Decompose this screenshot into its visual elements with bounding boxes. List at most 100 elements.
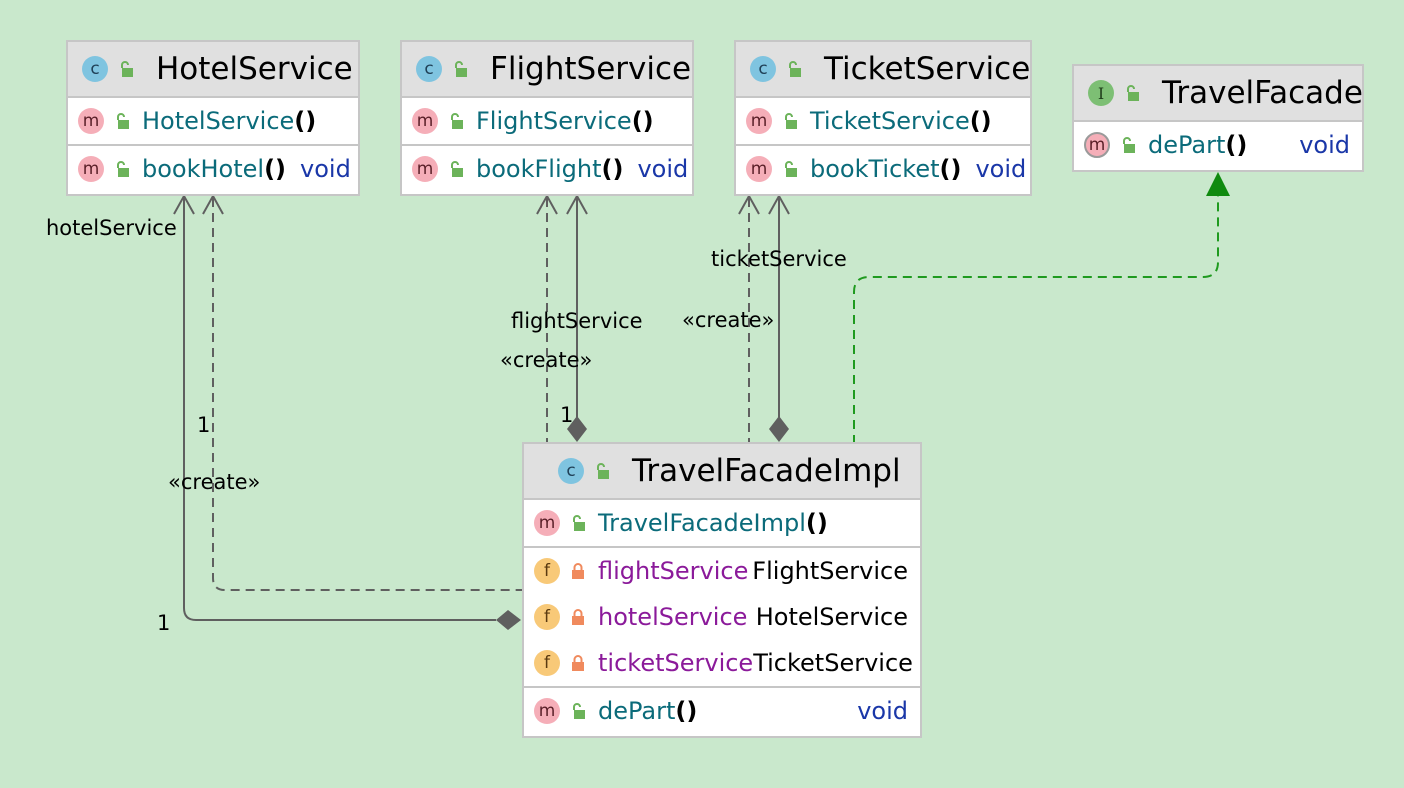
public-visibility-icon (785, 161, 797, 177)
constructor-parens: () (294, 107, 317, 135)
method-icon: m (746, 156, 772, 182)
public-visibility-icon (451, 161, 463, 177)
constructor-section: m TicketService() (736, 98, 1030, 146)
method-name: bookFlight (476, 155, 602, 183)
public-visibility-icon (1127, 85, 1139, 101)
hotel-multiplicity-label: 1 (197, 413, 211, 437)
field-type: HotelService (755, 603, 908, 631)
field-name: hotelService (598, 603, 748, 631)
method-icon: m (534, 698, 560, 724)
method-icon: m (78, 108, 104, 134)
field-icon: f (534, 650, 560, 676)
interface-header[interactable]: I TravelFacade (1074, 66, 1363, 122)
constructor-name: HotelService (142, 107, 295, 135)
hotel-role-label: hotelService (46, 216, 177, 240)
method-parens: () (939, 155, 962, 183)
ticket-create-label: «create» (682, 308, 775, 332)
method-name: dePart (1148, 131, 1226, 159)
hotel-create-arrowhead (202, 193, 224, 215)
class-title: FlightService (490, 51, 692, 87)
flight-composition-diamond (567, 416, 587, 442)
class-flight-service[interactable]: c FlightService m FlightService() m book… (400, 40, 694, 196)
class-header[interactable]: c TicketService (736, 42, 1030, 98)
method-section: m dePart() void (1074, 122, 1362, 168)
field-row[interactable]: f hotelService HotelService (524, 594, 920, 640)
field-type: FlightService (752, 557, 908, 585)
class-ticket-service[interactable]: c TicketService m TicketService() m book… (734, 40, 1032, 196)
constructor-parens: () (969, 107, 992, 135)
ticket-composition-diamond (769, 416, 789, 442)
constructor-row[interactable]: m FlightService() (402, 98, 692, 144)
method-row[interactable]: m bookTicket() void (736, 146, 1030, 192)
field-section: f flightService FlightService f hotelSer… (524, 548, 920, 688)
field-name: ticketService (598, 649, 754, 677)
class-title: TicketService (824, 51, 1031, 87)
method-row[interactable]: m dePart() void (1074, 122, 1362, 168)
flight-multiplicity-label: 1 (560, 403, 574, 427)
class-header[interactable]: c HotelService (68, 42, 358, 98)
class-title: TravelFacadeImpl (632, 453, 901, 489)
field-icon: f (534, 558, 560, 584)
class-kind-icon: c (750, 56, 776, 82)
class-hotel-service[interactable]: c HotelService m HotelService() m bookHo… (66, 40, 360, 196)
class-header[interactable]: c FlightService (402, 42, 692, 98)
field-row[interactable]: f ticketService TicketService (524, 640, 920, 686)
method-section: m bookHotel() void (68, 146, 358, 192)
constructor-row[interactable]: m TravelFacadeImpl() (524, 500, 920, 546)
method-row[interactable]: m bookHotel() void (68, 146, 358, 192)
class-travel-facade-impl[interactable]: c TravelFacadeImpl m TravelFacadeImpl() … (522, 442, 922, 738)
hotel-multiplicity-label: 1 (157, 611, 171, 635)
interface-travel-facade[interactable]: I TravelFacade m dePart() void (1072, 64, 1364, 172)
method-row[interactable]: m dePart() void (524, 688, 920, 734)
method-parens: () (675, 697, 698, 725)
hotel-create-line (212, 198, 522, 591)
ticket-composition-arrowhead (768, 193, 790, 215)
class-kind-icon: c (82, 56, 108, 82)
flight-composition-arrowhead (566, 193, 588, 215)
method-icon: m (412, 108, 438, 134)
private-visibility-icon (572, 655, 584, 671)
interface-kind-icon: I (1088, 80, 1114, 106)
public-visibility-icon (1123, 137, 1135, 153)
constructor-section: m HotelService() (68, 98, 358, 146)
method-name: dePart (598, 697, 676, 725)
hotel-composition-line (183, 198, 496, 621)
field-icon: f (534, 604, 560, 630)
field-row[interactable]: f flightService FlightService (524, 548, 920, 594)
field-type: TicketService (753, 649, 913, 677)
field-name: flightService (598, 557, 749, 585)
method-icon: m (534, 510, 560, 536)
method-return-type: void (1299, 131, 1350, 159)
method-section: m dePart() void (524, 688, 920, 734)
public-visibility-icon (789, 61, 801, 77)
constructor-name: TravelFacadeImpl (598, 509, 806, 537)
class-header[interactable]: c TravelFacadeImpl (524, 444, 920, 500)
constructor-row[interactable]: m TicketService() (736, 98, 1030, 144)
public-visibility-icon (117, 161, 129, 177)
method-return-type: void (857, 697, 908, 725)
class-title: HotelService (156, 51, 353, 87)
public-visibility-icon (451, 113, 463, 129)
public-visibility-icon (121, 61, 133, 77)
method-section: m bookFlight() void (402, 146, 692, 192)
method-icon: m (746, 108, 772, 134)
method-icon: m (412, 156, 438, 182)
constructor-name: FlightService (476, 107, 632, 135)
method-return-type: void (300, 155, 351, 183)
hotel-composition-diamond (496, 610, 521, 630)
flight-create-arrowhead (536, 193, 558, 215)
constructor-parens: () (805, 509, 828, 537)
method-name: bookTicket (810, 155, 940, 183)
method-return-type: void (637, 155, 689, 183)
public-visibility-icon (117, 113, 129, 129)
method-parens: () (1225, 131, 1248, 159)
constructor-section: m TravelFacadeImpl() (524, 500, 920, 548)
public-visibility-icon (785, 113, 797, 129)
constructor-name: TicketService (810, 107, 970, 135)
hotel-create-label: «create» (168, 470, 261, 494)
realization-arrowhead (1206, 172, 1230, 196)
constructor-row[interactable]: m HotelService() (68, 98, 358, 144)
method-row[interactable]: m bookFlight() void (402, 146, 692, 192)
ticket-role-label: ticketService (711, 247, 847, 271)
